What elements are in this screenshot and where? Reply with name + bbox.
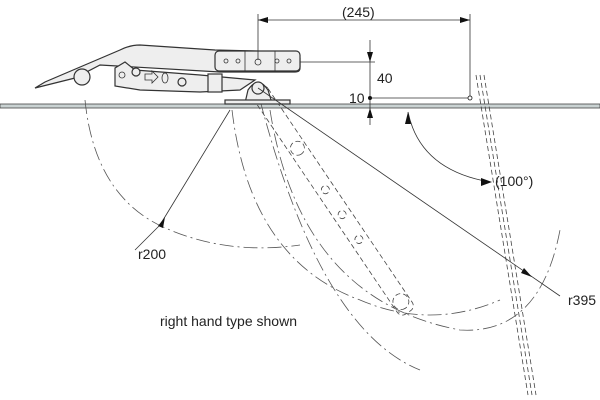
offset-dimension-label: 10 — [349, 90, 365, 106]
small-radius-label: r200 — [138, 246, 167, 262]
closed-hinge — [34, 44, 301, 105]
open-lid-outline — [475, 74, 537, 396]
width-dimension-label: (245) — [342, 4, 375, 20]
base-panel — [0, 103, 600, 109]
caption: right hand type shown — [160, 313, 297, 329]
height-dimension-label: 40 — [377, 70, 393, 86]
swing-arcs — [84, 99, 561, 371]
dimension-lines — [134, 14, 561, 297]
large-radius-label: r395 — [568, 292, 597, 308]
angle-dimension-label: (100°) — [495, 173, 534, 189]
open-arm-outline — [251, 85, 414, 316]
